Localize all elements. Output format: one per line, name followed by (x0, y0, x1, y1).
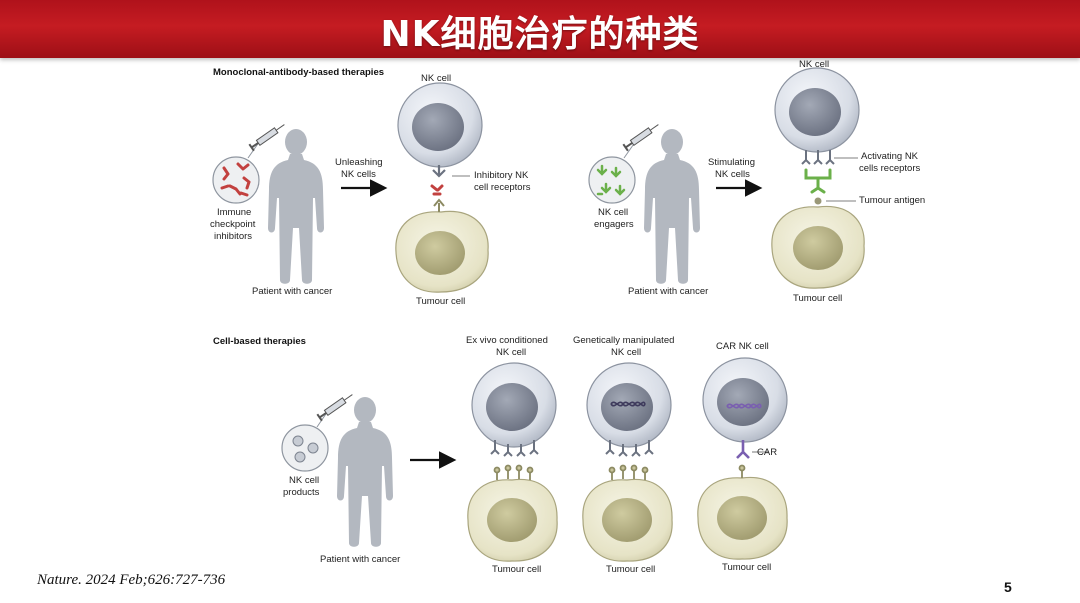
label-patient: Patient with cancer (252, 286, 333, 297)
label-products-1: NK cell (289, 475, 320, 486)
syringe-icon (248, 124, 285, 152)
label-unleashing-2: NK cells (341, 169, 376, 180)
label-tumour-cell: Tumour cell (722, 562, 772, 573)
label-unleashing-1: Unleashing (335, 157, 383, 168)
patient-silhouette (268, 129, 324, 284)
label-tumour-cell: Tumour cell (416, 296, 466, 307)
section-cell-heading: Cell-based therapies (213, 336, 306, 347)
title-bar: NK细胞治疗的种类 (0, 0, 1080, 58)
label-ex-vivo-2: NK cell (496, 347, 527, 358)
label-activating-1: Activating NK (861, 151, 919, 162)
label-car-nk-cell: CAR NK cell (716, 341, 769, 352)
syringe-icon (316, 394, 353, 422)
dna-icon (726, 403, 762, 409)
label-car: CAR (757, 447, 778, 458)
label-tumour-cell: Tumour cell (606, 564, 656, 575)
label-activating-2: cells receptors (859, 163, 921, 174)
patient-silhouette (644, 129, 700, 284)
label-checkpoint-1: Immune (217, 207, 252, 218)
label-stimulating-2: NK cells (715, 169, 750, 180)
label-inhibitory-2: cell receptors (474, 182, 531, 193)
label-stimulating-1: Stimulating (708, 157, 755, 168)
citation: Nature. 2024 Feb;626:727-736 (37, 572, 226, 588)
tumour-cell (395, 198, 489, 293)
engager-molecule (804, 168, 832, 194)
tumour-cell (771, 205, 865, 289)
label-nk-cell: NK cell (421, 73, 452, 84)
car-nk-cell (702, 357, 788, 459)
slide-title: NK细胞治疗的种类 (380, 14, 700, 55)
label-patient: Patient with cancer (320, 554, 401, 565)
label-genetically-1: Genetically manipulated (573, 335, 675, 346)
label-tumour-cell: Tumour cell (492, 564, 542, 575)
label-tumour-cell: Tumour cell (793, 293, 843, 304)
label-engagers-2: engagers (594, 219, 634, 230)
label-tumour-antigen: Tumour antigen (859, 195, 926, 206)
engager-inset (588, 137, 639, 204)
label-checkpoint-2: checkpoint (210, 219, 256, 230)
label-ex-vivo-1: Ex vivo conditioned (466, 335, 548, 346)
tumour-cell (582, 464, 673, 562)
section-mab-heading: Monoclonal-antibody-based therapies (213, 67, 385, 78)
label-patient: Patient with cancer (628, 286, 709, 297)
label-genetically-2: NK cell (611, 347, 642, 358)
patient-silhouette (337, 397, 393, 547)
page-number: 5 (1004, 579, 1012, 595)
label-nk-cell: NK cell (799, 59, 830, 70)
nk-cell (397, 82, 483, 178)
syringe-icon (622, 124, 659, 152)
nk-cell (471, 362, 557, 457)
checkpoint-inset (212, 137, 263, 204)
tumour-cell (467, 464, 558, 562)
label-inhibitory-1: Inhibitory NK (474, 170, 529, 181)
car-receptor (736, 440, 750, 459)
tumour-cell (697, 464, 788, 560)
nk-cell (586, 362, 672, 457)
label-checkpoint-3: inhibitors (214, 231, 253, 242)
label-engagers-1: NK cell (598, 207, 629, 218)
products-inset (281, 407, 331, 472)
label-products-2: products (283, 487, 320, 498)
nk-cell (774, 67, 860, 165)
dna-icon (610, 401, 646, 407)
